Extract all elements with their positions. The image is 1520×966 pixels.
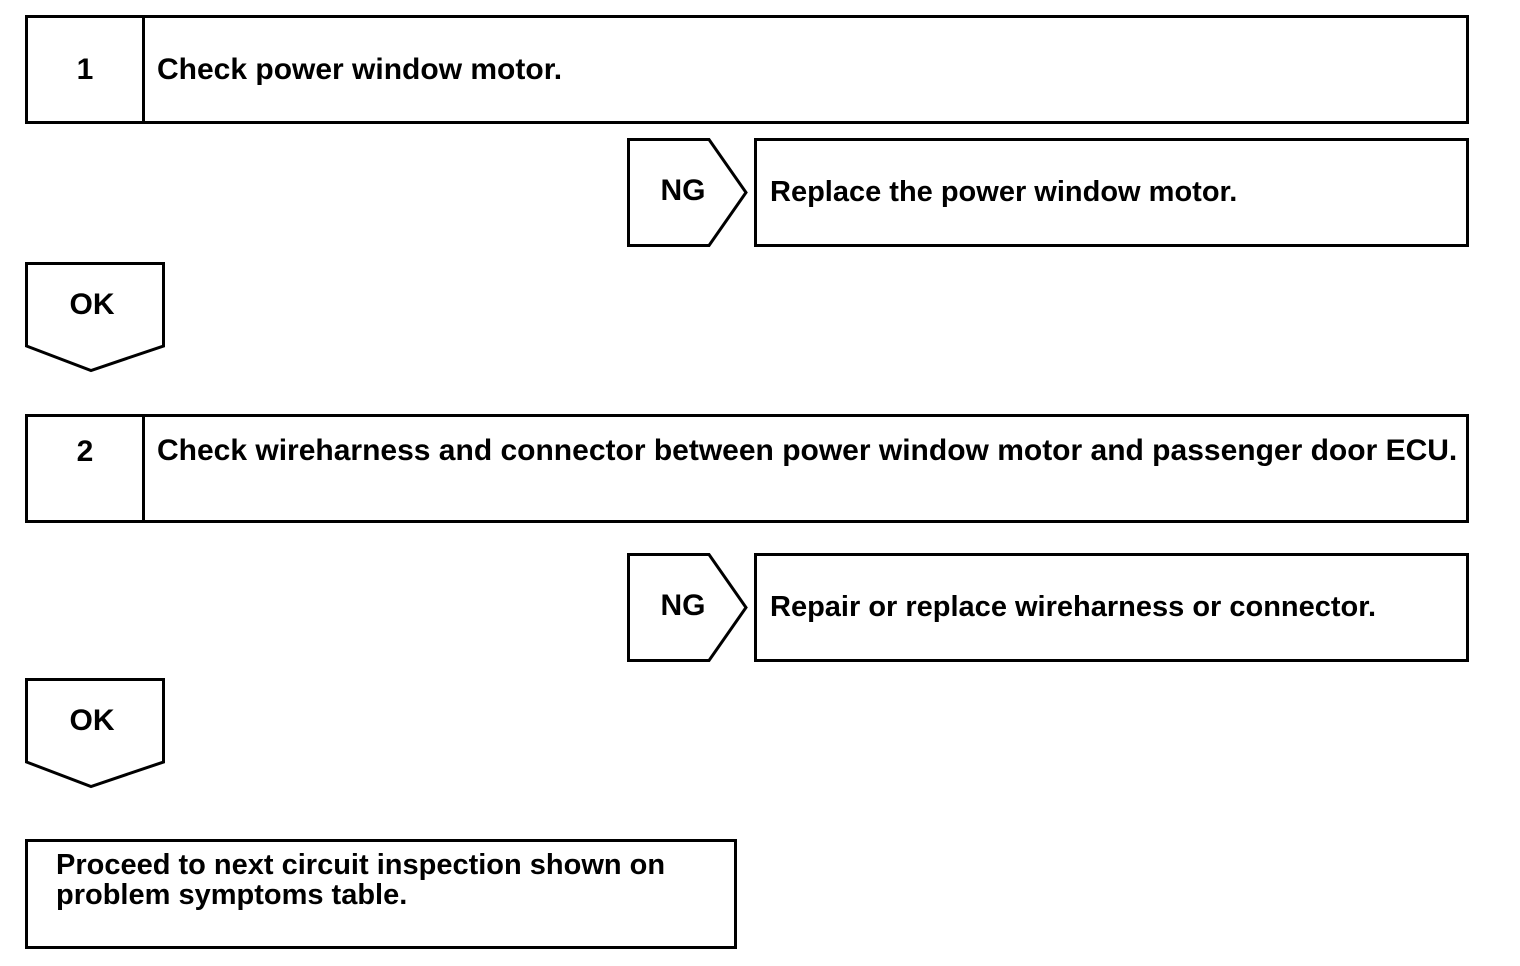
step-2-ng-arrow: NG xyxy=(627,553,749,662)
step-2-ok-arrow: OK xyxy=(25,678,165,789)
ng-arrow-icon xyxy=(627,138,748,247)
step-1-ok-label: OK xyxy=(69,288,115,321)
step-2-ng-label: NG xyxy=(660,589,706,622)
ng-arrow-icon xyxy=(627,553,748,662)
down-arrow-icon xyxy=(25,678,165,789)
step-2-box: 2 Check wireharness and connector betwee… xyxy=(25,414,1469,523)
step-1-box: 1 Check power window motor. xyxy=(25,15,1469,124)
step-1-ng-label: NG xyxy=(660,174,706,207)
step-1-text: Check power window motor. xyxy=(157,53,563,86)
step-1-ok-arrow: OK xyxy=(25,262,165,373)
step-1-ng-action-text: Replace the power window motor. xyxy=(770,176,1238,208)
down-arrow-icon xyxy=(25,262,165,373)
step-2-ng-action-box: Repair or replace wireharness or connect… xyxy=(754,553,1469,662)
final-instruction-box: Proceed to next circuit inspection shown… xyxy=(25,839,737,949)
step-2-text: Check wireharness and connector between … xyxy=(157,434,1458,467)
step-2-ok-label: OK xyxy=(69,704,115,737)
final-instruction-text: Proceed to next circuit inspection shown… xyxy=(56,849,666,911)
step-2-number: 2 xyxy=(28,417,145,520)
step-1-ng-arrow: NG xyxy=(627,138,749,247)
step-1-ng-action-box: Replace the power window motor. xyxy=(754,138,1469,247)
step-1-number: 1 xyxy=(28,18,145,121)
step-2-ng-action-text: Repair or replace wireharness or connect… xyxy=(770,591,1377,623)
